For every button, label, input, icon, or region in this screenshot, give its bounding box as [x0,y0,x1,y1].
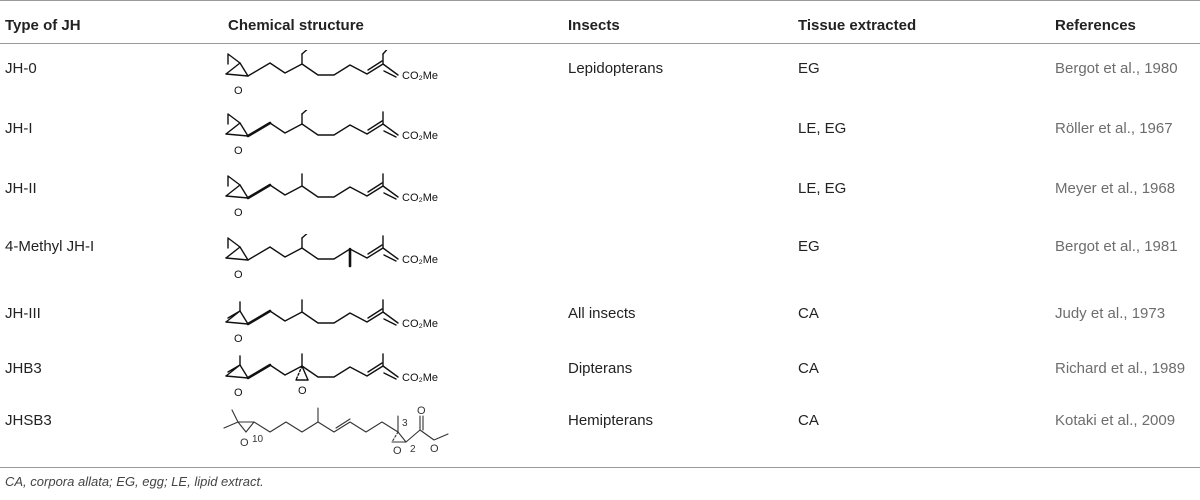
row-type: JH-0 [5,60,37,77]
svg-text:O: O [393,445,402,456]
row-insects: All insects [568,305,636,322]
structure-jh-0: O CO₂Me [222,50,552,104]
svg-text:O: O [234,145,243,157]
row-tissue: CA [798,305,819,322]
header-references: References [1055,17,1136,34]
row-type: JHSB3 [5,412,52,429]
svg-text:CO₂Me: CO₂Me [402,318,438,330]
row-tissue: CA [798,412,819,429]
row-type: JHB3 [5,360,42,377]
svg-text:3: 3 [402,418,408,429]
row-tissue: LE, EG [798,180,847,197]
row-type: JH-III [5,305,41,322]
svg-text:O: O [298,385,307,397]
structure-jh-ii: O CO₂Me [222,172,552,226]
svg-text:CO₂Me: CO₂Me [402,254,438,266]
header-type: Type of JH [5,17,81,34]
bottom-rule [0,467,1200,468]
header-tissue: Tissue extracted [798,17,917,34]
row-type: 4-Methyl JH-I [5,238,95,255]
row-insects: Lepidopterans [568,60,664,77]
top-rule [0,0,1200,1]
row-insects: Hemipterans [568,412,654,429]
structure-jhb3: O O CO₂Me [222,352,552,406]
row-reference: Bergot et al., 1981 [1055,238,1178,255]
row-tissue: EG [798,238,820,255]
svg-text:O: O [234,207,243,219]
row-reference: Röller et al., 1967 [1055,120,1173,137]
svg-text:O: O [234,269,243,281]
row-insects: Dipterans [568,360,633,377]
row-reference: Judy et al., 1973 [1055,305,1166,322]
svg-text:2: 2 [410,444,416,455]
svg-text:O: O [234,387,243,399]
structure-4-methyl-jh-i: O CO₂Me [222,234,552,288]
structure-jh-i: O CO₂Me [222,110,552,164]
table-footnote: CA, corpora allata; EG, egg; LE, lipid e… [5,474,264,489]
svg-text:CO₂Me: CO₂Me [402,192,438,204]
structure-jh-iii: O CO₂Me [222,298,552,352]
svg-text:O: O [430,443,439,455]
svg-text:CO₂Me: CO₂Me [402,372,438,384]
svg-text:10: 10 [252,434,264,445]
row-tissue: LE, EG [798,120,847,137]
structure-jhsb3: O 10 3 O 2 O O [222,402,552,456]
svg-text:O: O [234,85,243,97]
row-type: JH-I [5,120,33,137]
svg-text:CO₂Me: CO₂Me [402,70,438,82]
svg-text:CO₂Me: CO₂Me [402,130,438,142]
row-reference: Richard et al., 1989 [1055,360,1186,377]
svg-text:O: O [240,437,249,449]
row-tissue: EG [798,60,820,77]
svg-text:O: O [234,333,243,345]
row-type: JH-II [5,180,37,197]
row-reference: Bergot et al., 1980 [1055,60,1178,77]
header-rule [0,43,1200,44]
svg-text:O: O [417,405,426,417]
row-reference: Meyer et al., 1968 [1055,180,1176,197]
row-reference: Kotaki et al., 2009 [1055,412,1176,429]
header-insects: Insects [568,17,620,34]
row-tissue: CA [798,360,819,377]
header-structure: Chemical structure [228,17,364,34]
